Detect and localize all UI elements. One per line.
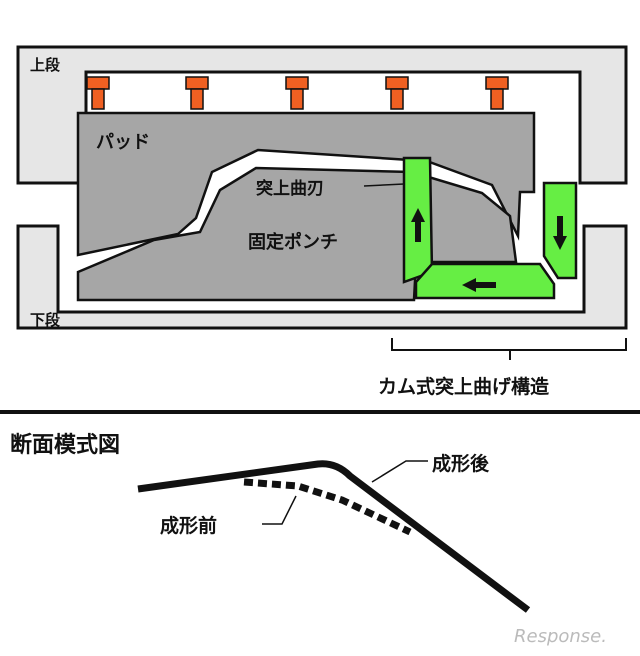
structure-bracket — [391, 338, 627, 360]
before-leader-line — [262, 495, 297, 525]
spring-2 — [185, 76, 209, 110]
motion-arrows — [411, 208, 567, 292]
spring-1 — [86, 76, 110, 110]
cam-slide — [414, 262, 556, 300]
arrow-up-icon — [411, 208, 425, 242]
structure-label: カム式突上曲げ構造 — [378, 375, 550, 398]
profile-after-line — [137, 460, 531, 613]
after-leader-line — [371, 460, 428, 483]
springs — [86, 76, 509, 110]
spring-4 — [385, 76, 409, 110]
profile-before-line — [243, 478, 412, 536]
section-title: 断面模式図 — [10, 432, 120, 458]
blade-leader-line — [363, 183, 405, 187]
upper-die-label: 上段 — [30, 56, 60, 74]
after-label: 成形後 — [432, 452, 490, 475]
cross-section: 断面模式図 成形後 成形前 — [10, 432, 531, 613]
arrow-down-icon — [553, 216, 567, 250]
lower-die-label: 下段 — [30, 311, 60, 329]
watermark: Response. — [514, 626, 607, 647]
die-assembly: 上段 下段 パッド 突上曲刃 固定ポンチ カム式突上曲げ構造 — [16, 45, 628, 398]
lower-die — [16, 224, 628, 330]
pad-label: パッド — [96, 132, 150, 153]
spring-3 — [285, 76, 309, 110]
punch-label: 固定ポンチ — [248, 231, 338, 253]
spring-5 — [485, 76, 509, 110]
arrow-left-icon — [462, 278, 496, 292]
blade-label: 突上曲刃 — [256, 178, 324, 199]
cam-blocks — [402, 156, 578, 300]
before-label: 成形前 — [160, 514, 217, 537]
